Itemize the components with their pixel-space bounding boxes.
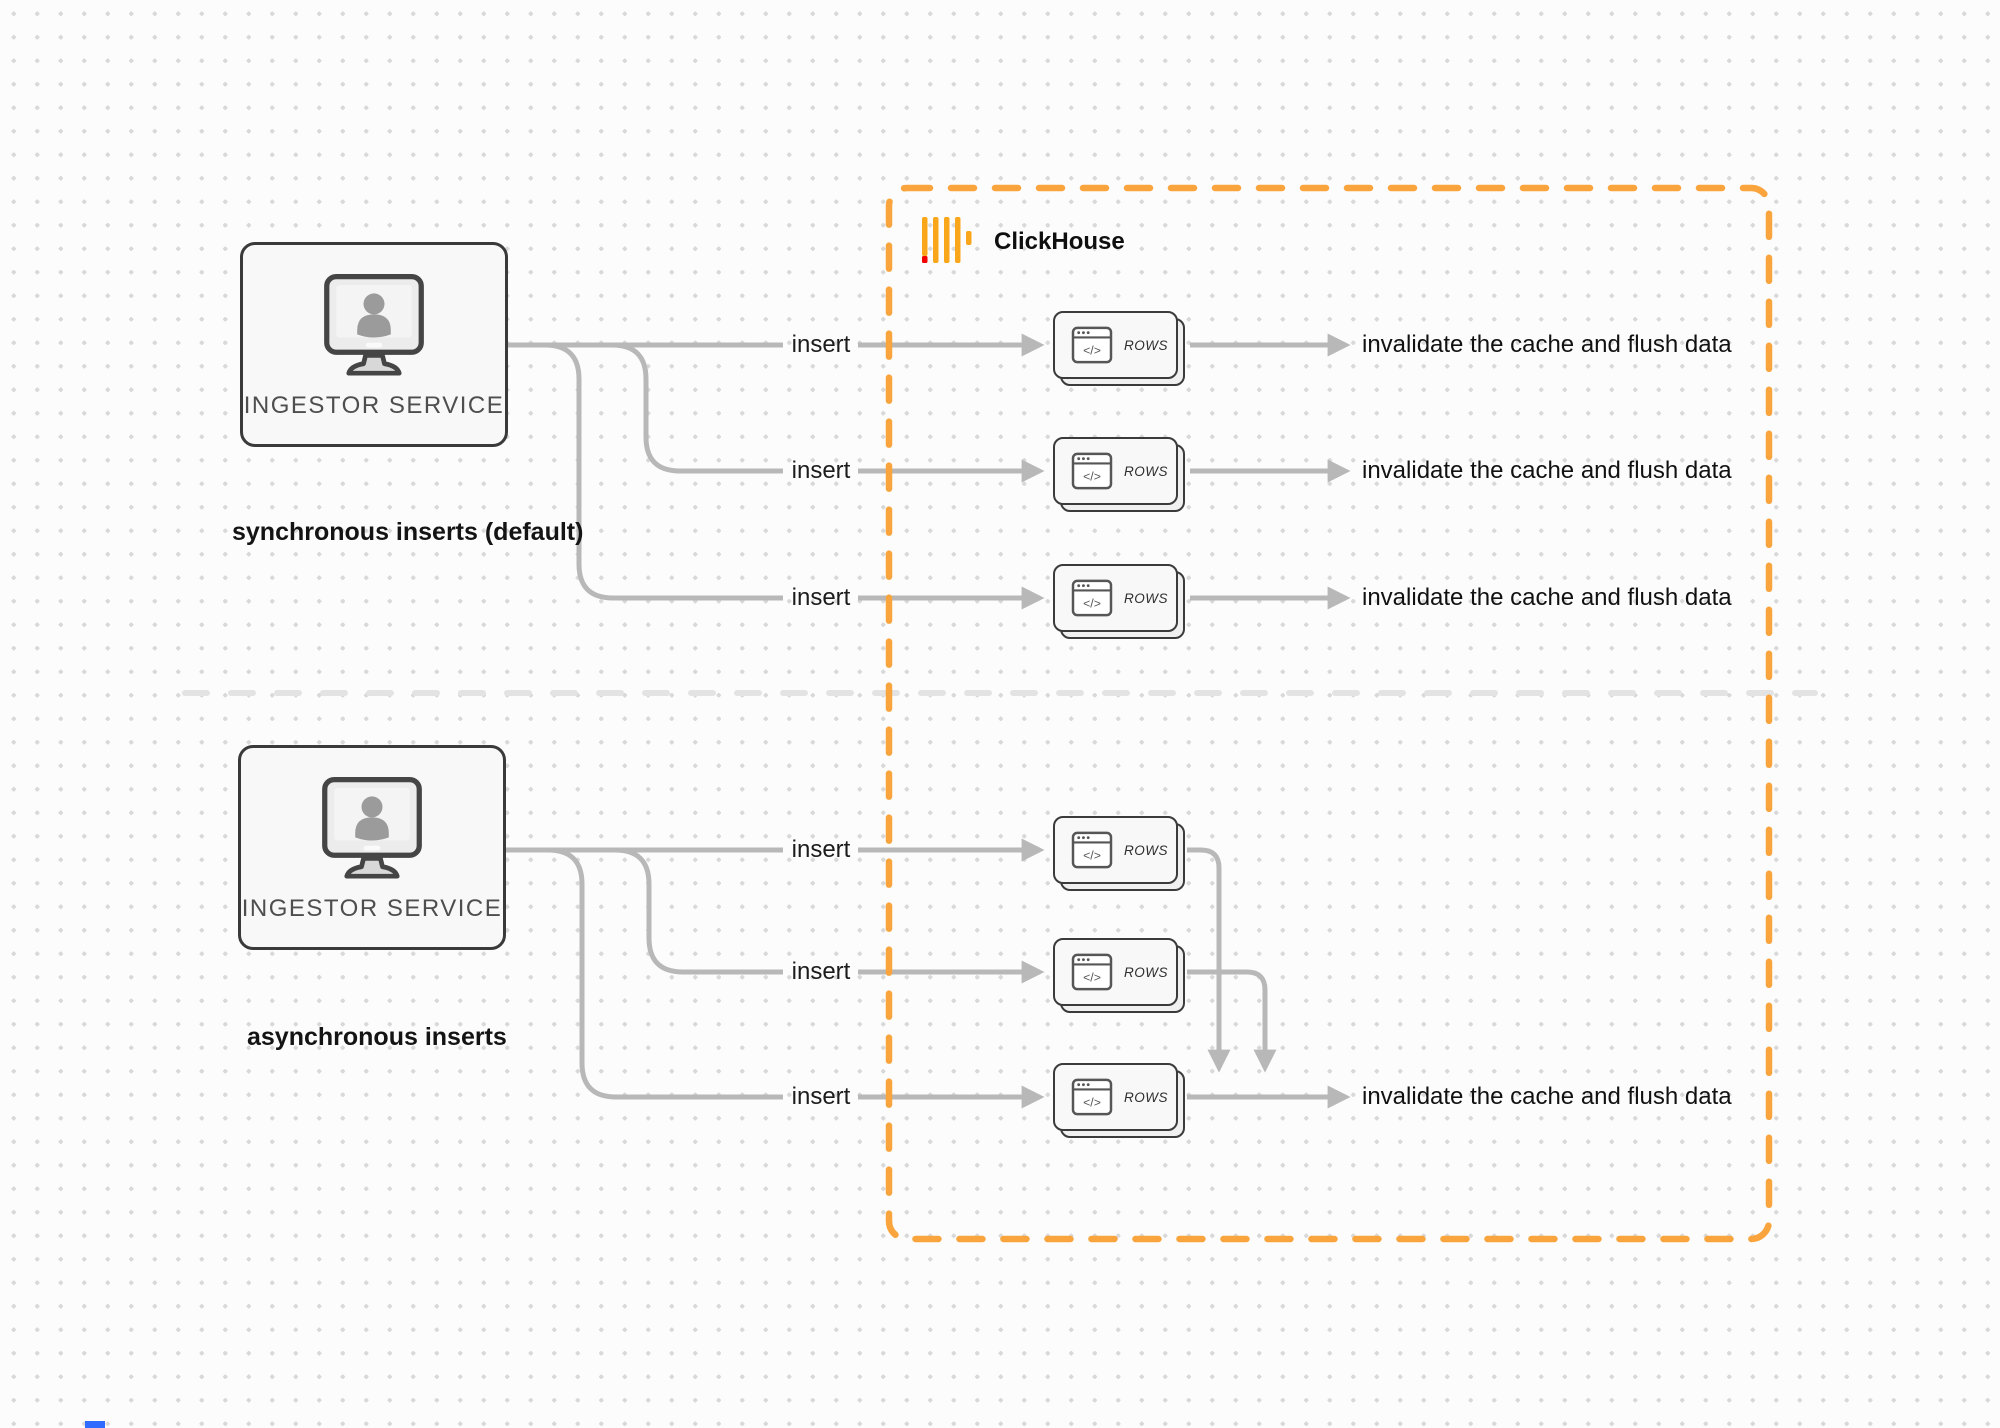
rows-card-label: ROWS: [1124, 964, 1168, 980]
async-insert-label-row2: insert: [791, 958, 851, 985]
code-window-icon: </>: [1071, 326, 1113, 364]
async-merge-row1-down: [1187, 847, 1231, 1073]
sync-connector-row2: [507, 342, 783, 474]
sync-ingestor-service-box: INGESTOR SERVICE: [240, 242, 508, 447]
sync-rows-card-3: </> ROWS: [1053, 564, 1187, 641]
sync-rows-card-2: </> ROWS: [1053, 437, 1187, 514]
rows-card-label: ROWS: [1124, 842, 1168, 858]
sync-ingestor-label: INGESTOR SERVICE: [243, 392, 505, 419]
rows-card-label: ROWS: [1124, 463, 1168, 479]
sync-result-label-row2: invalidate the cache and flush data: [1362, 457, 1732, 484]
clickhouse-logo-icon: [922, 217, 972, 263]
async-insert-label-row1: insert: [791, 836, 851, 863]
sync-insert-label-row2: insert: [791, 457, 851, 484]
sync-connector-row3: [507, 342, 783, 601]
code-window-icon: </>: [1071, 452, 1113, 490]
async-caption: asynchronous inserts: [247, 1023, 507, 1051]
svg-text:</>: </>: [1083, 597, 1101, 611]
monitor-user-icon: [309, 774, 435, 891]
rows-card-label: ROWS: [1124, 1089, 1168, 1105]
sync-result-label-row3: invalidate the cache and flush data: [1362, 584, 1732, 611]
async-ingestor-label: INGESTOR SERVICE: [241, 895, 503, 922]
async-connector-row3: [505, 847, 783, 1100]
svg-text:</>: </>: [1083, 344, 1101, 358]
svg-text:</>: </>: [1083, 849, 1101, 863]
async-ingestor-service-box: INGESTOR SERVICE: [238, 745, 506, 950]
async-insert-label-row3: insert: [791, 1083, 851, 1110]
code-window-icon: </>: [1071, 953, 1113, 991]
async-result-label: invalidate the cache and flush data: [1362, 1083, 1732, 1110]
code-window-icon: </>: [1071, 831, 1113, 869]
monitor-user-icon: [311, 271, 437, 388]
svg-text:</>: </>: [1083, 1096, 1101, 1110]
rows-card-label: ROWS: [1124, 337, 1168, 353]
async-rows-card-3: </> ROWS: [1053, 1063, 1187, 1140]
clickhouse-title: ClickHouse: [994, 228, 1125, 255]
async-connector-row2: [505, 847, 783, 975]
svg-text:</>: </>: [1083, 971, 1101, 985]
sync-insert-label-row1: insert: [791, 331, 851, 358]
svg-text:</>: </>: [1083, 470, 1101, 484]
sync-result-label-row1: invalidate the cache and flush data: [1362, 331, 1732, 358]
async-merge-row2-down: [1187, 969, 1277, 1073]
sync-caption: synchronous inserts (default): [232, 518, 584, 546]
code-window-icon: </>: [1071, 579, 1113, 617]
async-rows-card-1: </> ROWS: [1053, 816, 1187, 893]
code-window-icon: </>: [1071, 1078, 1113, 1116]
sync-insert-label-row3: insert: [791, 584, 851, 611]
sync-rows-card-1: </> ROWS: [1053, 311, 1187, 388]
async-rows-card-2: </> ROWS: [1053, 938, 1187, 1015]
rows-card-label: ROWS: [1124, 590, 1168, 606]
blue-artifact: [85, 1421, 105, 1428]
